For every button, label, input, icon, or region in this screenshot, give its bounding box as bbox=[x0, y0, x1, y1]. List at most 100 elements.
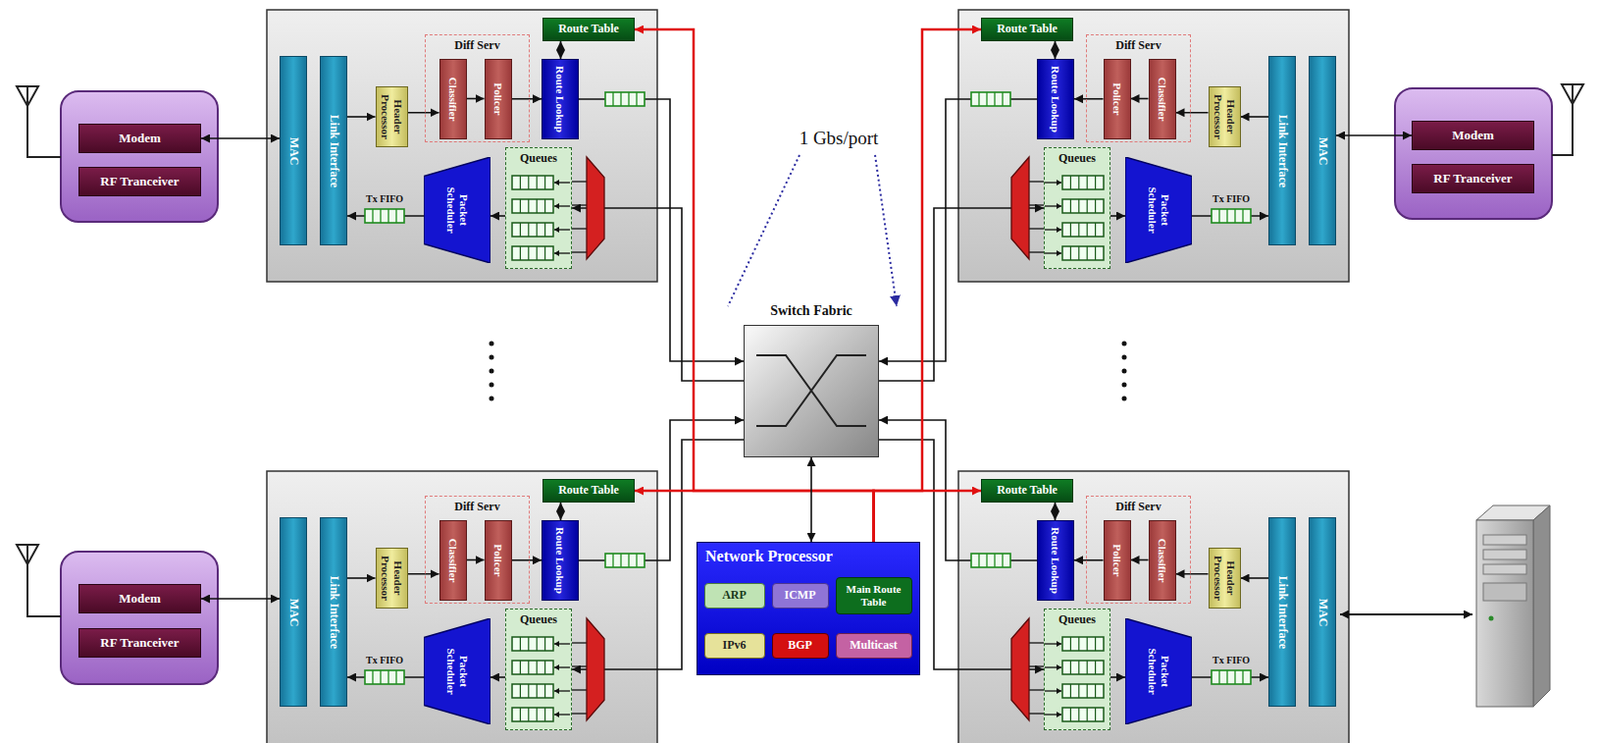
scheduler-trapezoid bbox=[1125, 618, 1192, 724]
diffserv-group: ClassifierPolicerDiff Serv bbox=[424, 495, 530, 604]
svg-rect bbox=[1211, 670, 1251, 684]
sw-shape bbox=[744, 325, 878, 456]
route-table-box: Route Table bbox=[980, 478, 1074, 503]
data-path bbox=[1240, 576, 1270, 579]
svg-circle bbox=[489, 341, 495, 347]
demux-symbol bbox=[586, 156, 605, 259]
queue-icon bbox=[1044, 636, 1104, 651]
queue-icon bbox=[1044, 660, 1104, 674]
svg-circle bbox=[1122, 341, 1128, 347]
svg-circle bbox=[1122, 396, 1128, 402]
svg-rect bbox=[1062, 199, 1104, 213]
node-label: Header Processor bbox=[1211, 551, 1237, 605]
svg-line bbox=[627, 92, 629, 106]
svg-line bbox=[1070, 636, 1072, 651]
svg-line bbox=[1226, 208, 1228, 223]
svg-line bbox=[1078, 246, 1080, 260]
mux-output bbox=[571, 251, 587, 253]
mux-output bbox=[571, 227, 587, 229]
svg-line bbox=[1086, 707, 1088, 722]
fifo-label: Tx FIFO bbox=[1212, 193, 1250, 205]
svg-path bbox=[554, 179, 560, 186]
svg-rect bbox=[1062, 246, 1104, 260]
svg-circle bbox=[489, 396, 495, 402]
svg-line bbox=[635, 553, 637, 568]
svg-rect bbox=[364, 208, 405, 223]
fifo-icon bbox=[364, 208, 405, 223]
mux-output bbox=[571, 204, 587, 206]
demux-symbol bbox=[586, 618, 605, 721]
svg-line bbox=[395, 670, 397, 684]
group-heading: Switch Fabric bbox=[715, 303, 908, 319]
svg-line bbox=[527, 660, 529, 674]
svg-path bbox=[554, 640, 560, 647]
node-label: Route Table bbox=[558, 483, 620, 497]
svg-path bbox=[1056, 250, 1062, 257]
mux-output bbox=[1029, 180, 1044, 182]
radio-unit bbox=[1394, 88, 1552, 219]
node-label: RF Tranceiver bbox=[100, 635, 179, 650]
link-interface-block: Link Interface bbox=[319, 516, 348, 707]
fifo-icon bbox=[1211, 208, 1251, 223]
svg-line bbox=[1226, 670, 1228, 684]
server-side bbox=[1533, 505, 1550, 707]
link-interface-block: Link Interface bbox=[319, 55, 348, 246]
svg-line bbox=[1218, 670, 1220, 684]
svg-rect bbox=[1062, 660, 1104, 674]
queue-icon bbox=[512, 683, 570, 698]
mux-output bbox=[1029, 688, 1044, 690]
data-path bbox=[347, 576, 376, 579]
svg-line bbox=[536, 222, 538, 237]
data-path bbox=[560, 502, 563, 520]
node-label: Policer bbox=[1110, 543, 1124, 576]
classifier-block: Classifier bbox=[439, 58, 467, 140]
bandwidth-label: 1 Gbs/port bbox=[799, 127, 879, 150]
data-path bbox=[347, 115, 376, 118]
header-processor-block: Header Processor bbox=[375, 86, 409, 148]
mux-output bbox=[1029, 665, 1044, 667]
node-label: Route Lookup bbox=[554, 526, 568, 594]
node-label: MAC bbox=[286, 136, 301, 165]
data-path bbox=[578, 99, 744, 362]
group-heading: Queues bbox=[506, 151, 571, 166]
svg-path bbox=[554, 226, 560, 233]
header-processor-block: Header Processor bbox=[375, 547, 409, 609]
svg-line bbox=[1070, 660, 1072, 674]
node-label: Header Processor bbox=[378, 551, 404, 605]
svg-rect bbox=[1062, 707, 1104, 722]
node-label: Packet Scheduler bbox=[444, 180, 469, 240]
node-label: Link Interface bbox=[326, 574, 341, 648]
svg-rect bbox=[1062, 636, 1104, 651]
queues-group: Queues bbox=[505, 147, 572, 269]
svg-line bbox=[527, 246, 529, 260]
data-path bbox=[1240, 115, 1270, 118]
radio-unit bbox=[60, 91, 218, 222]
queues-group: Queues bbox=[505, 608, 572, 730]
svg-path bbox=[1056, 226, 1062, 233]
svg-line bbox=[1001, 553, 1003, 568]
svg-line bbox=[978, 92, 980, 106]
queue-icon bbox=[512, 707, 570, 722]
node-label: Route Table bbox=[996, 22, 1058, 36]
packet-scheduler: Packet Scheduler bbox=[423, 618, 491, 724]
svg-line bbox=[612, 553, 614, 568]
fifo-icon bbox=[971, 553, 1011, 568]
svg-line bbox=[635, 92, 637, 106]
data-path bbox=[490, 675, 506, 678]
svg-line bbox=[544, 199, 546, 213]
queues-group: Queues bbox=[1043, 608, 1111, 730]
svg-rect bbox=[512, 246, 554, 260]
svg-line bbox=[519, 636, 521, 651]
svg-circle bbox=[1122, 382, 1128, 388]
svg-line bbox=[536, 199, 538, 213]
node-label: Classifier bbox=[1155, 76, 1169, 121]
svg-circle bbox=[1122, 368, 1128, 374]
svg-line bbox=[1078, 683, 1080, 698]
svg-line bbox=[993, 553, 995, 568]
scheduler-trapezoid bbox=[423, 618, 491, 724]
fifo-label: Tx FIFO bbox=[1212, 654, 1250, 666]
mac-block: MAC bbox=[279, 55, 308, 246]
group-heading: Diff Serv bbox=[425, 499, 529, 515]
mux-output bbox=[1029, 641, 1044, 643]
group-heading: Queues bbox=[1044, 151, 1110, 166]
